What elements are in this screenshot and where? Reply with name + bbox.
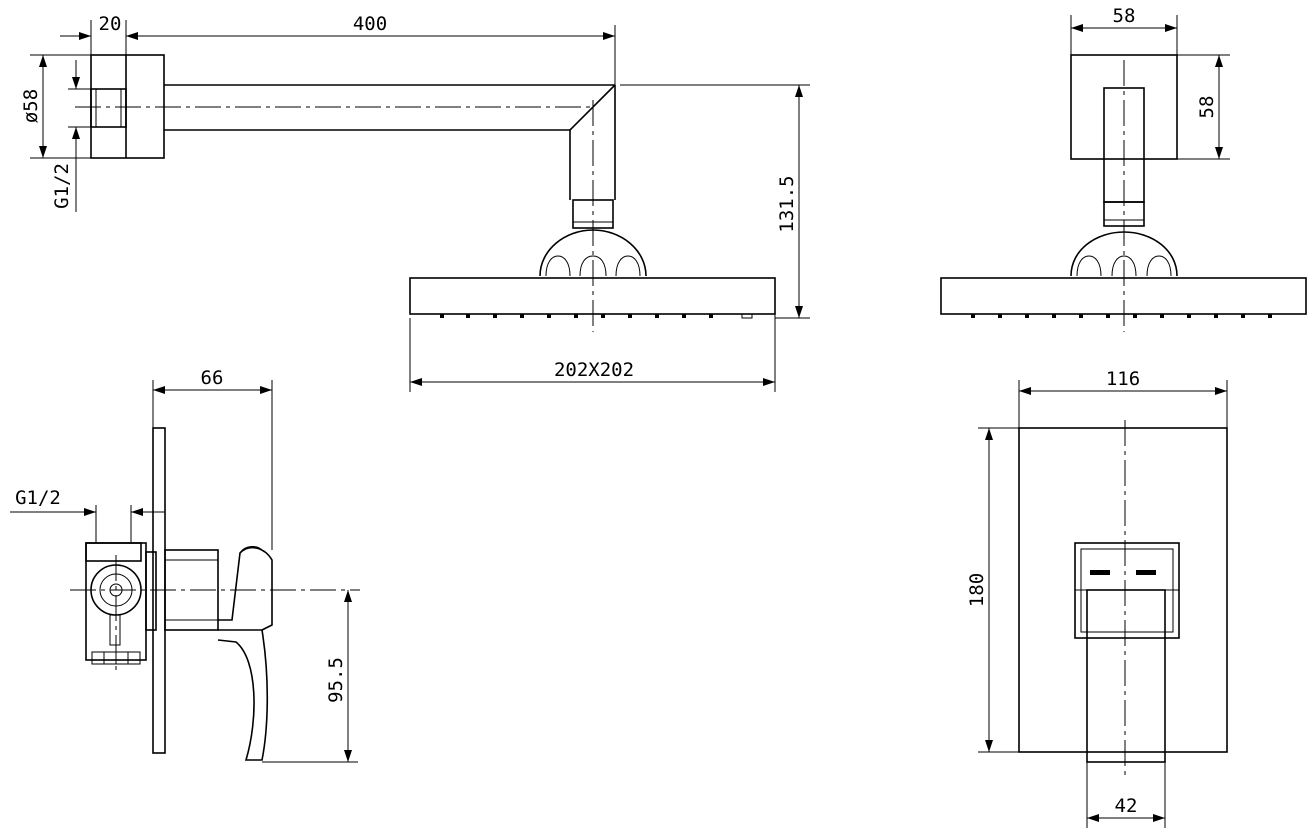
dim-side-block-height: 58 [1196, 96, 1218, 119]
dim-head-size: 202X202 [554, 359, 634, 381]
dim-valve-thread: G1/2 [15, 487, 61, 509]
dim-plate-width: 116 [1106, 368, 1140, 390]
dim-plate-height: 180 [966, 573, 988, 607]
valve-side-view: 66 G1/2 95.5 [10, 367, 360, 763]
dim-arm-length: 400 [353, 13, 387, 35]
side-nozzle-row [971, 314, 1272, 318]
dim-side-block-width: 58 [1113, 5, 1136, 27]
dim-arm-thread: G1/2 [51, 163, 73, 209]
dim-handle-drop: 95.5 [325, 657, 347, 703]
dim-drop-height: 131.5 [776, 175, 798, 232]
valve-front-view: 116 180 42 [966, 368, 1228, 828]
dim-arm-flange-depth: 20 [99, 13, 122, 35]
shower-side-view: 58 58 [940, 5, 1307, 332]
shower-arm-front-view: 20 400 ø58 G1/2 131.5 202X202 [20, 13, 810, 392]
dim-flange-diameter: ø58 [20, 89, 42, 123]
dim-handle-width: 42 [1115, 795, 1138, 817]
nozzle-row [440, 313, 753, 319]
dim-valve-depth: 66 [201, 367, 224, 389]
